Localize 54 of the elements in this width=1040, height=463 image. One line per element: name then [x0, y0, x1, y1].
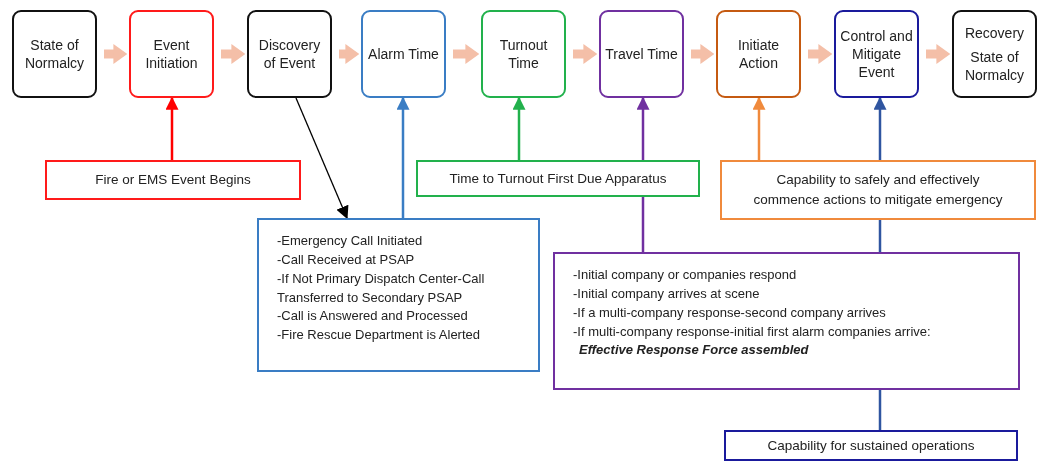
arrow — [873, 96, 887, 160]
box-text: Capability for sustained operations — [767, 436, 975, 455]
process-box — [716, 10, 801, 98]
box-text: -Initial company or companies respond — [573, 266, 798, 284]
arrow — [691, 47, 715, 61]
arrow — [926, 47, 951, 61]
label-box — [720, 160, 1036, 220]
text-box — [553, 252, 1020, 390]
arrow — [396, 96, 410, 218]
process-box — [599, 10, 684, 98]
process-box — [12, 10, 97, 98]
arrow — [453, 47, 480, 61]
box-text: Discovery of Event — [257, 35, 322, 73]
process-box — [952, 10, 1037, 98]
box-text: Time to Turnout First Due Apparatus — [449, 169, 667, 188]
box-text: Turnout Time — [498, 35, 549, 73]
box-text: Effective Response Force assembled — [578, 341, 810, 360]
arrow — [165, 96, 179, 160]
box-text: -If Not Primary Dispatch Center-Call Transferred to Secondary PSAP — [277, 269, 486, 307]
box-text: State of Normalcy — [23, 35, 86, 73]
arrow — [221, 47, 246, 61]
box-text: Fire or EMS Event Begins — [95, 171, 251, 190]
box-text: -Emergency Call Initiated — [277, 232, 424, 250]
label-box — [724, 430, 1018, 461]
arrow — [752, 96, 766, 160]
arrow — [512, 96, 526, 160]
box-text: -Call is Answered and Processed — [277, 307, 469, 326]
box-text: Capability to safely and effectively commence actions to mitigate emergency — [752, 171, 1004, 209]
box-text: -If a multi-company response-second company arrives — [573, 303, 887, 322]
box-text: Recovery — [964, 23, 1025, 42]
box-text: Alarm Time — [368, 44, 439, 64]
arrow — [636, 96, 650, 160]
box-text: State of Normalcy — [963, 47, 1026, 85]
box-text: Initiate Action — [736, 35, 781, 73]
arrow — [573, 47, 598, 61]
process-box — [481, 10, 566, 98]
process-box — [247, 10, 332, 98]
box-text: Event Initiation — [144, 35, 199, 73]
process-box — [129, 10, 214, 98]
arrow — [295, 97, 349, 220]
label-box — [45, 160, 301, 200]
arrow — [339, 47, 360, 61]
box-text: Control and Mitigate Event — [840, 26, 913, 82]
label-box — [416, 160, 700, 197]
box-text: -Call Received at PSAP — [277, 250, 416, 269]
box-text: -If multi-company response-initial first alarm companies arrive: — [573, 322, 932, 341]
arrow — [104, 47, 128, 61]
process-box — [834, 10, 919, 98]
process-box — [361, 10, 446, 98]
box-text: -Initial company arrives at scene — [573, 284, 761, 303]
box-text: Travel Time — [605, 44, 678, 64]
arrow — [808, 47, 833, 61]
text-box — [257, 218, 540, 372]
box-text: -Fire Rescue Department is Alerted — [277, 326, 482, 345]
